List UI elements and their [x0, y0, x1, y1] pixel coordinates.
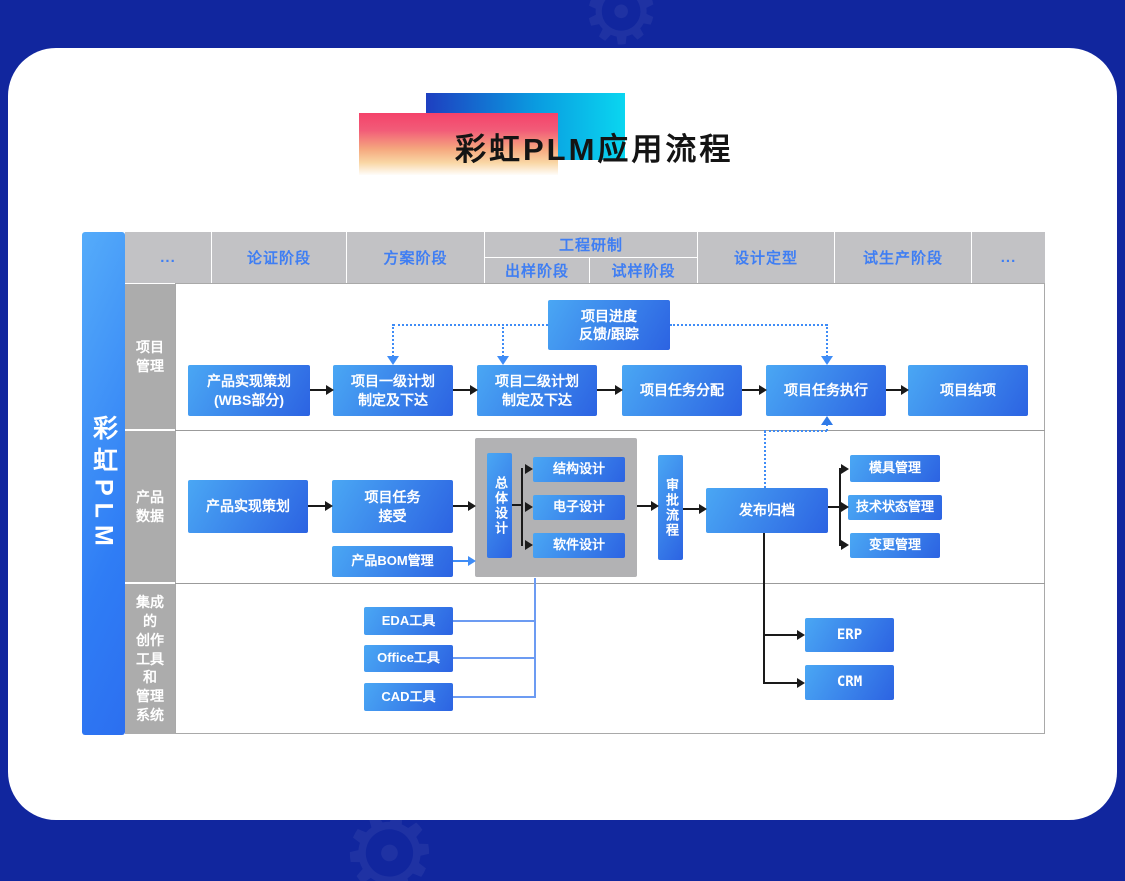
- branch-line: [512, 504, 523, 506]
- flow-box-task-execution: 项目任务执行: [766, 365, 886, 416]
- arrowhead-right: [841, 464, 849, 474]
- phase-header-sample-out: 出样阶段: [485, 258, 589, 283]
- branch-line: [828, 506, 841, 508]
- connector-line: [886, 389, 901, 391]
- flow-box-product-planning-wbs: 产品实现策划 (WBS部分): [188, 365, 310, 416]
- connector-line: [597, 389, 615, 391]
- flow-box-project-closure: 项目结项: [908, 365, 1028, 416]
- title-banner: 彩虹PLM应用流程: [0, 0, 1125, 200]
- flow-box-product-planning: 产品实现策划: [188, 480, 308, 533]
- flow-box-task-assignment: 项目任务分配: [622, 365, 742, 416]
- arrowhead-down: [821, 356, 833, 365]
- flow-box-structure-design: 结构设计: [533, 457, 625, 482]
- row-divider: [175, 430, 1045, 431]
- phase-header-scheme: 方案阶段: [347, 232, 484, 283]
- arrowhead-right: [326, 385, 334, 395]
- flow-box-release-archive: 发布归档: [706, 488, 828, 533]
- flow-box-overall-design: 总体设计: [487, 453, 512, 558]
- arrowhead-right-blue: [468, 556, 476, 566]
- flow-box-change-management: 变更管理: [850, 533, 940, 558]
- flow-box-tech-state-management: 技术状态管理: [848, 495, 942, 520]
- arrowhead-right: [841, 502, 849, 512]
- phase-header-engineering-group: 工程研制: [485, 232, 697, 257]
- arrowhead-right: [651, 501, 659, 511]
- flow-box-cad-tools: CAD工具: [364, 683, 453, 711]
- flow-box-level2-plan: 项目二级计划 制定及下达: [477, 365, 597, 416]
- page-title: 彩虹PLM应用流程: [455, 132, 734, 167]
- arrowhead-right: [525, 540, 533, 550]
- arrowhead-down: [387, 356, 399, 365]
- connector-line: [763, 634, 797, 636]
- flow-box-progress-feedback: 项目进度 反馈/跟踪: [548, 300, 670, 350]
- phase-header-design-finalize: 设计定型: [698, 232, 834, 283]
- arrowhead-right: [797, 630, 805, 640]
- flow-box-mold-management: 模具管理: [850, 455, 940, 482]
- connector-line: [453, 389, 470, 391]
- arrowhead-right: [797, 678, 805, 688]
- flow-box-bom-management: 产品BOM管理: [332, 546, 453, 577]
- sidebar-plm-title: 彩虹PLM: [82, 232, 125, 735]
- flow-box-eda-tools: EDA工具: [364, 607, 453, 635]
- arrowhead-right: [841, 540, 849, 550]
- arrowhead-right: [525, 464, 533, 474]
- connector-line: [742, 389, 759, 391]
- tool-connector-line: [453, 620, 535, 622]
- flow-box-crm: CRM: [805, 665, 894, 700]
- dotted-feedback-line: [670, 324, 827, 326]
- arrowhead-right: [615, 385, 623, 395]
- phase-header-trial-production: 试生产阶段: [835, 232, 971, 283]
- dotted-archive-feedback-line: [826, 424, 828, 431]
- archive-connector-line: [763, 533, 765, 684]
- connector-line: [310, 389, 327, 391]
- dotted-feedback-line: [502, 324, 504, 357]
- dotted-feedback-line: [393, 324, 548, 326]
- flow-box-electronic-design: 电子设计: [533, 495, 625, 520]
- connector-line-blue: [453, 560, 468, 562]
- arrowhead-up: [821, 416, 833, 425]
- lane-label-integrated-tools: 集成 的 创作 工具 和 管理 系统: [125, 584, 175, 734]
- lane-label-product-data: 产品 数据: [125, 431, 175, 582]
- row-divider: [175, 583, 1045, 584]
- title-decor-red: [359, 113, 558, 175]
- flow-box-task-accept: 项目任务 接受: [332, 480, 453, 533]
- phase-header-demonstration: 论证阶段: [212, 232, 346, 283]
- connector-line: [308, 505, 325, 507]
- arrowhead-right: [525, 502, 533, 512]
- flow-box-office-tools: Office工具: [364, 645, 453, 672]
- arrowhead-right: [901, 385, 909, 395]
- flow-box-erp: ERP: [805, 618, 894, 652]
- arrowhead-right: [759, 385, 767, 395]
- tool-connector-line: [453, 696, 535, 698]
- connector-line: [637, 505, 651, 507]
- connector-line: [453, 505, 468, 507]
- arrowhead-right: [325, 501, 333, 511]
- dotted-archive-feedback-line: [764, 430, 827, 432]
- arrowhead-right: [699, 504, 707, 514]
- connector-line: [683, 508, 699, 510]
- phase-header-sample-trial: 试样阶段: [590, 258, 697, 283]
- arrowhead-down: [497, 356, 509, 365]
- arrowhead-right: [470, 385, 478, 395]
- branch-line: [839, 468, 841, 546]
- dotted-feedback-line: [392, 324, 394, 357]
- phase-header-ellipsis-left: ...: [125, 232, 211, 283]
- flow-box-level1-plan: 项目一级计划 制定及下达: [333, 365, 453, 416]
- dotted-archive-feedback-line: [764, 431, 766, 488]
- tool-connector-line: [534, 578, 536, 698]
- tool-connector-line: [453, 657, 535, 659]
- flow-diagram: 彩虹PLM ... 论证阶段 方案阶段 工程研制 出样阶段 试样阶段 设计定型 …: [82, 232, 1045, 735]
- flow-box-software-design: 软件设计: [533, 533, 625, 558]
- flow-box-approval-process: 审批流程: [658, 455, 683, 560]
- connector-line: [763, 682, 797, 684]
- arrowhead-right: [468, 501, 476, 511]
- lane-label-project-management: 项目 管理: [125, 284, 175, 429]
- branch-line: [521, 468, 523, 546]
- phase-header-ellipsis-right: ...: [972, 232, 1045, 283]
- dotted-feedback-line: [826, 324, 828, 357]
